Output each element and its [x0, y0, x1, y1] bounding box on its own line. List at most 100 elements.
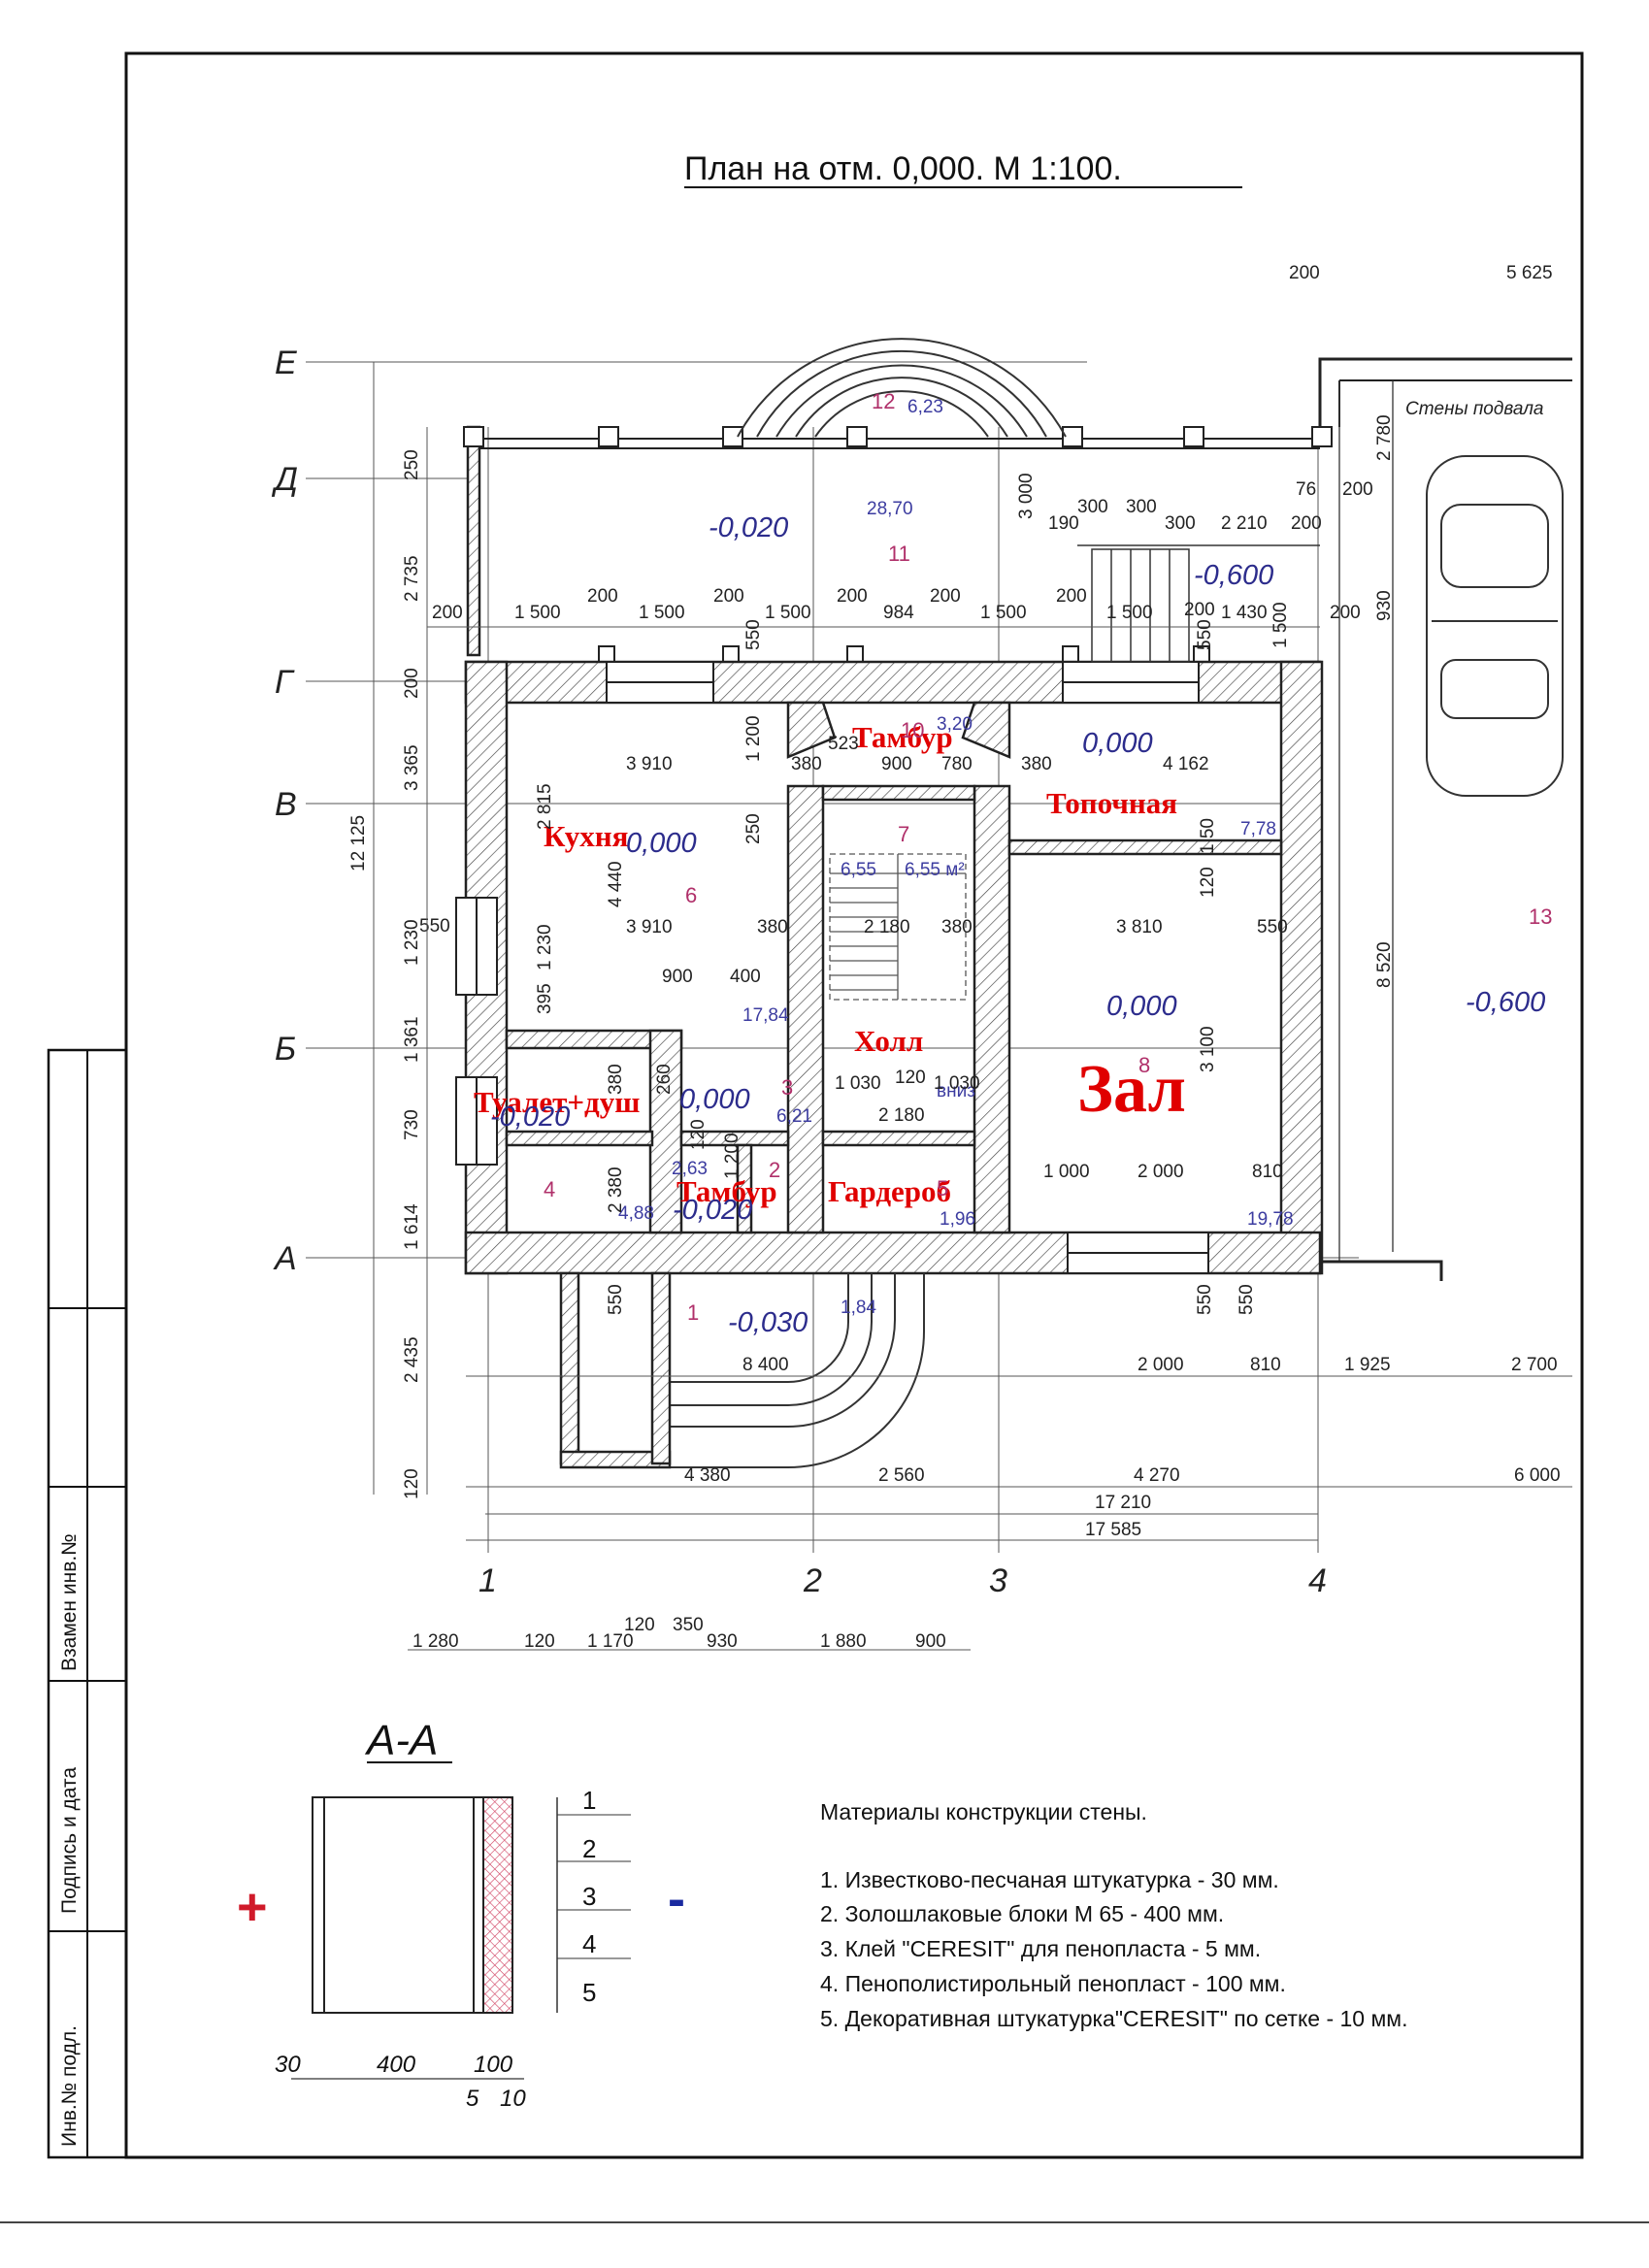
dim: 300	[1126, 497, 1157, 517]
dim: 17 585	[1085, 1520, 1141, 1540]
axis-number-4: 4	[1308, 1562, 1327, 1599]
dim: 1 280	[412, 1631, 459, 1652]
stair-note: вниз	[937, 1081, 975, 1101]
dim: 200	[1184, 600, 1215, 620]
section-dim-10: 10	[500, 2086, 526, 2112]
dim: 1 880	[820, 1631, 867, 1652]
dim: 1 000	[1043, 1162, 1090, 1182]
dim: 550	[743, 619, 764, 650]
dim: 1 500	[514, 603, 561, 623]
dim: 523	[828, 734, 859, 754]
level-boiler: 0,000	[1082, 728, 1153, 759]
materials-legend: Материалы конструкции стены. 1. Известко…	[820, 1799, 1408, 2031]
section-title: А-А	[364, 1717, 438, 1764]
dim: 780	[941, 754, 973, 774]
room-number-5: 5	[937, 1176, 948, 1200]
axis-letter-e: Е	[275, 345, 297, 381]
materials-item-4: 4. Пенополистирольный пенопласт - 100 мм…	[820, 1971, 1286, 1996]
dim: 120	[895, 1068, 926, 1088]
dim: 3 910	[626, 917, 673, 937]
dim: 2 000	[1138, 1162, 1184, 1182]
dim: 120	[524, 1631, 555, 1652]
axis-number-2: 2	[803, 1562, 822, 1599]
dim: 2 380	[606, 1167, 626, 1213]
area-11: 28,70	[867, 499, 913, 519]
dim: 2 180	[878, 1105, 925, 1126]
room-number-11: 11	[888, 542, 910, 566]
room-number-12: 12	[872, 389, 895, 413]
dim: 190	[1048, 513, 1079, 534]
dim: 984	[883, 603, 914, 623]
dim: 1 170	[587, 1631, 634, 1652]
dim: 200	[1330, 603, 1361, 623]
dim: 1 614	[402, 1203, 422, 1250]
dim: 900	[662, 967, 693, 987]
room-boiler: Топочная	[1046, 786, 1177, 820]
materials-heading: Материалы конструкции стены.	[820, 1799, 1147, 1824]
room-number-7: 7	[898, 822, 909, 846]
dim: 550	[1257, 917, 1288, 937]
dim: 550	[1195, 1284, 1215, 1315]
room-number-13: 13	[1529, 904, 1552, 929]
dim: 1 500	[765, 603, 811, 623]
dims-row1: 200 1 500 200 1 500 200 1 500 200 984 20…	[427, 586, 1361, 628]
dim: 200	[432, 603, 463, 623]
dim: 2 780	[1374, 414, 1395, 461]
axis-numbers: 1 2 3 4	[478, 1562, 1327, 1599]
dim: 260	[654, 1064, 675, 1095]
dim: 1 500	[639, 603, 685, 623]
level-garage: -0,600	[1194, 560, 1273, 591]
dims-inner: 3 910 380 900 780 380 4 162 3 910 380 2 …	[626, 734, 1288, 1182]
entry-round-steps	[559, 1271, 925, 1469]
materials-item-2: 2. Золошлаковые блоки М 65 - 400 мм.	[820, 1901, 1224, 1926]
dim: 4 162	[1163, 754, 1209, 774]
room-number-1: 1	[687, 1300, 699, 1325]
area-2: 2,63	[672, 1159, 708, 1179]
area-12: 6,23	[907, 397, 943, 417]
section-dim-100: 100	[474, 2052, 513, 2078]
dim: 380	[791, 754, 822, 774]
dim: 200	[930, 586, 961, 607]
axis-letter-b: Б	[275, 1031, 296, 1068]
dim: 8 520	[1374, 941, 1395, 988]
level-hall: 0,000	[679, 1084, 750, 1115]
dim: 3 810	[1116, 917, 1163, 937]
area-3: 6,21	[776, 1106, 812, 1127]
dim: 2 815	[535, 783, 555, 830]
dim: 200	[402, 668, 422, 699]
dim: 17 210	[1095, 1493, 1151, 1513]
level-terrace: -0,020	[709, 512, 788, 543]
sheet-frame	[124, 51, 1584, 2159]
dim: 930	[1374, 590, 1395, 621]
basement-note: Стены подвала	[1405, 399, 1544, 419]
dim: 200	[1342, 479, 1373, 500]
stamp-replace: Взамен инв.№	[58, 1533, 81, 1671]
dim: 250	[743, 813, 764, 844]
dim: 900	[915, 1631, 946, 1652]
dim: 550	[606, 1284, 626, 1315]
dim: 1 200	[743, 715, 764, 762]
dim: 300	[1077, 497, 1108, 517]
dims-left: 12 125 250 2 735 200 3 365 1 230 1 361 7…	[348, 362, 450, 1499]
dim: 1 50	[1198, 818, 1218, 854]
section-layer-2: 2	[582, 1834, 596, 1863]
materials-item-5: 5. Декоративная штукатурка"CERESIT" по с…	[820, 2006, 1408, 2031]
dim: 380	[757, 917, 788, 937]
dim: 3 365	[402, 744, 422, 791]
dim: 900	[881, 754, 912, 774]
level-vestibule: -0,020	[673, 1195, 752, 1226]
room-vestibule-bottom: Тамбур	[676, 1174, 777, 1208]
dim: 3 000	[1016, 473, 1037, 519]
dim: 1 925	[1344, 1355, 1391, 1375]
dim: 2 435	[402, 1336, 422, 1383]
dim: 1 500	[1270, 602, 1291, 648]
room-toilet: Туалет+душ	[474, 1085, 640, 1119]
materials-item-1: 1. Известково-песчаная штукатурка - 30 м…	[820, 1867, 1279, 1892]
room-number-8: 8	[1138, 1053, 1150, 1077]
dim: 2 735	[402, 555, 422, 602]
dim: 1 030	[934, 1073, 980, 1094]
level-yard: -0,600	[1466, 987, 1545, 1018]
axis-number-1: 1	[478, 1562, 497, 1599]
dim: 76	[1296, 479, 1316, 500]
